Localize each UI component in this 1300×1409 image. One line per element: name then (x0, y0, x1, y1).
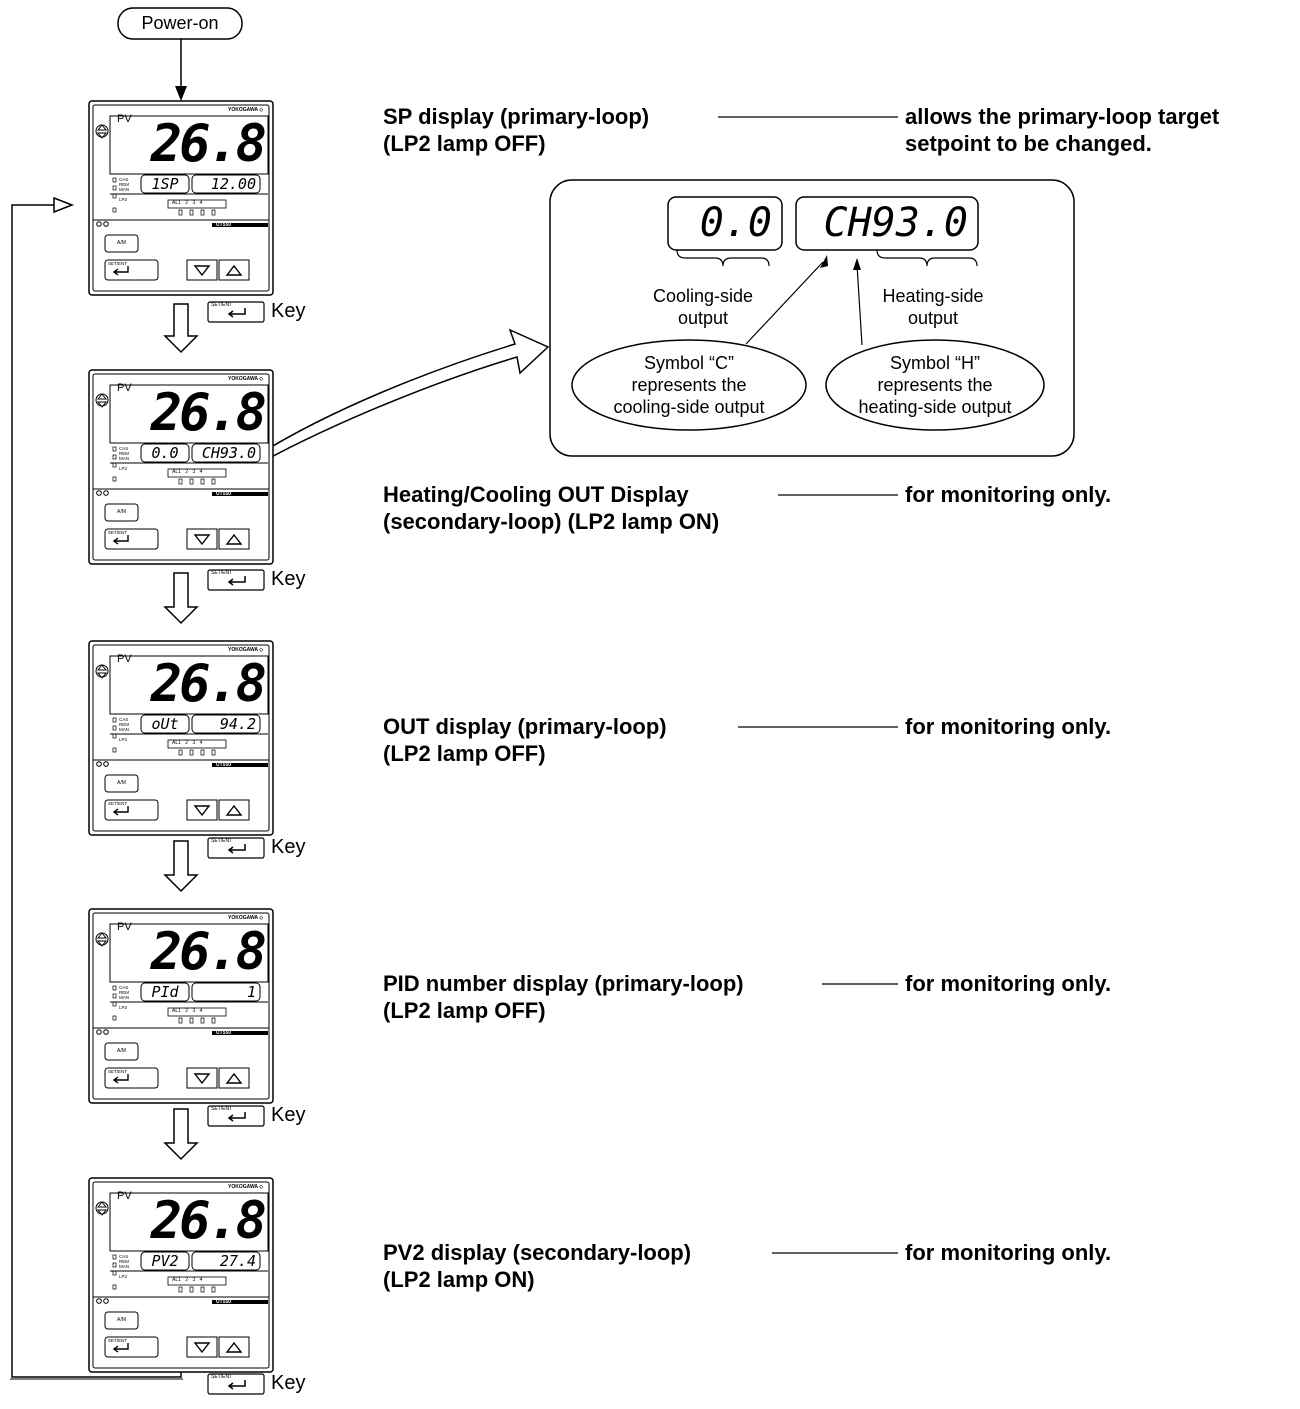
key-text: Key (271, 1104, 306, 1126)
pv-label: PV (117, 382, 132, 394)
model-label: UT550 (216, 762, 232, 768)
down-arrow-2 (163, 572, 199, 625)
display-note-pid: for monitoring only. (905, 971, 1112, 996)
am-key[interactable]: A/M (117, 509, 126, 515)
sub-display-left: oUt (151, 715, 179, 733)
callout-arrow (256, 328, 550, 464)
display-description-out: OUT display (primary-loop)(LP2 lamp OFF) (383, 714, 667, 766)
display-note-pv2: for monitoring only. (905, 1240, 1112, 1265)
display-description-pv2: PV2 display (secondary-loop)(LP2 lamp ON… (383, 1240, 692, 1292)
set-ent-key[interactable]: SET/ENT (108, 1338, 128, 1343)
pv-value: 26.8 (150, 1191, 267, 1251)
alarm-labels: AL1 2 3 4 (172, 1008, 203, 1014)
set-ent-key[interactable]: SET/ENT (108, 530, 128, 535)
display-note-heatcool: for monitoring only. (905, 482, 1112, 507)
key-text: Key (271, 568, 306, 590)
am-key[interactable]: A/M (117, 780, 126, 786)
power-on-label: Power-on (141, 13, 219, 33)
set-ent-key[interactable]: SET/ENT (108, 801, 128, 806)
model-label: UT550 (216, 1030, 232, 1036)
sub-display-left: PV2 (151, 1252, 179, 1270)
brand-label: YOKOGAWA ◇ (228, 915, 264, 921)
model-label: UT550 (216, 222, 232, 228)
sub-display-right: 27.4 (219, 1252, 256, 1270)
down-arrow-4 (163, 1108, 199, 1161)
key-text: Key (271, 300, 306, 322)
pv-label: PV (117, 921, 132, 933)
brand-label: YOKOGAWA ◇ (228, 647, 264, 653)
sub-display-right: 1 (246, 983, 256, 1001)
sub-display-left: 0.0 (151, 444, 179, 462)
am-key[interactable]: A/M (117, 1048, 126, 1054)
set-ent-key[interactable]: SET/ENT (108, 1069, 128, 1074)
callout-cool-value: 0.0 (699, 200, 772, 246)
key-text: Key (271, 1372, 306, 1394)
sub-display-right: 12.00 (210, 175, 256, 193)
model-label: UT550 (216, 491, 232, 497)
alarm-labels: AL1 2 3 4 (172, 200, 203, 206)
pv-value: 26.8 (150, 383, 267, 443)
brand-label: YOKOGAWA ◇ (228, 1184, 264, 1190)
brand-label: YOKOGAWA ◇ (228, 107, 264, 113)
brand-label: YOKOGAWA ◇ (228, 376, 264, 382)
am-key[interactable]: A/M (117, 240, 126, 246)
display-note-out: for monitoring only. (905, 714, 1112, 739)
down-arrow-3 (163, 840, 199, 893)
display-description-sp: SP display (primary-loop)(LP2 lamp OFF) (383, 104, 650, 156)
set-ent-key[interactable]: SET/ENT (108, 261, 128, 266)
sub-display-right: CH93.0 (201, 444, 256, 462)
key-text: Key (271, 836, 306, 858)
alarm-labels: AL1 2 3 4 (172, 469, 203, 475)
pv-value: 26.8 (150, 114, 267, 174)
am-key[interactable]: A/M (117, 1317, 126, 1323)
sub-display-left: 1SP (151, 175, 179, 193)
display-description-heatcool: Heating/Cooling OUT Display(secondary-lo… (383, 482, 720, 534)
pv-label: PV (117, 1190, 132, 1202)
pv-value: 26.8 (150, 922, 267, 982)
sub-display-left: PId (151, 983, 179, 1001)
pv-label: PV (117, 653, 132, 665)
alarm-labels: AL1 2 3 4 (172, 740, 203, 746)
callout-heat-value: CH93.0 (823, 200, 969, 246)
sub-display-right: 94.2 (219, 715, 256, 733)
alarm-labels: AL1 2 3 4 (172, 1277, 203, 1283)
model-label: UT550 (216, 1299, 232, 1305)
pv-label: PV (117, 113, 132, 125)
down-arrow-1 (163, 303, 199, 354)
pv-value: 26.8 (150, 654, 267, 714)
display-description-pid: PID number display (primary-loop)(LP2 la… (383, 971, 744, 1023)
